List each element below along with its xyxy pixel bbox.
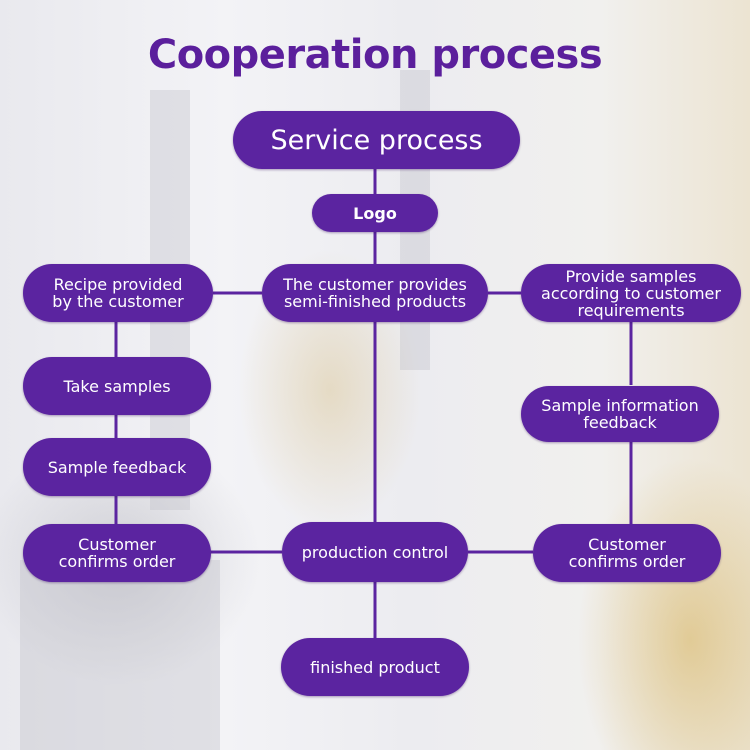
node-sample-feedback: Sample feedback <box>23 438 211 496</box>
node-label: Customer confirms order <box>58 535 176 571</box>
node-label: Provide samples according to customer re… <box>541 266 721 320</box>
node-customer-provides-semi-finished: The customer provides semi-finished prod… <box>262 264 488 322</box>
node-take-samples: Take samples <box>23 357 211 415</box>
node-label: Sample information feedback <box>541 396 699 432</box>
node-left-customer-confirms-order: Customer confirms order <box>23 524 211 582</box>
node-label: Customer confirms order <box>568 535 686 571</box>
node-label: The customer provides semi-finished prod… <box>283 275 467 311</box>
node-sample-information-feedback: Sample information feedback <box>521 386 719 442</box>
node-provide-samples: Provide samples according to customer re… <box>521 264 741 322</box>
background-machine-column <box>20 560 220 750</box>
node-label: finished product <box>310 657 440 677</box>
node-label: Service process <box>270 124 483 156</box>
node-label: Logo <box>353 203 397 223</box>
node-label: Take samples <box>63 376 171 396</box>
node-finished-product: finished product <box>281 638 469 696</box>
node-recipe-provided: Recipe provided by the customer <box>23 264 213 322</box>
node-right-customer-confirms-order: Customer confirms order <box>533 524 721 582</box>
node-label: production control <box>301 542 449 562</box>
node-label: Recipe provided by the customer <box>52 275 184 311</box>
node-production-control: production control <box>282 522 468 582</box>
node-label: Sample feedback <box>47 457 187 477</box>
node-logo: Logo <box>312 194 438 232</box>
node-service-process: Service process <box>233 111 520 169</box>
page-title: Cooperation process <box>147 32 603 78</box>
